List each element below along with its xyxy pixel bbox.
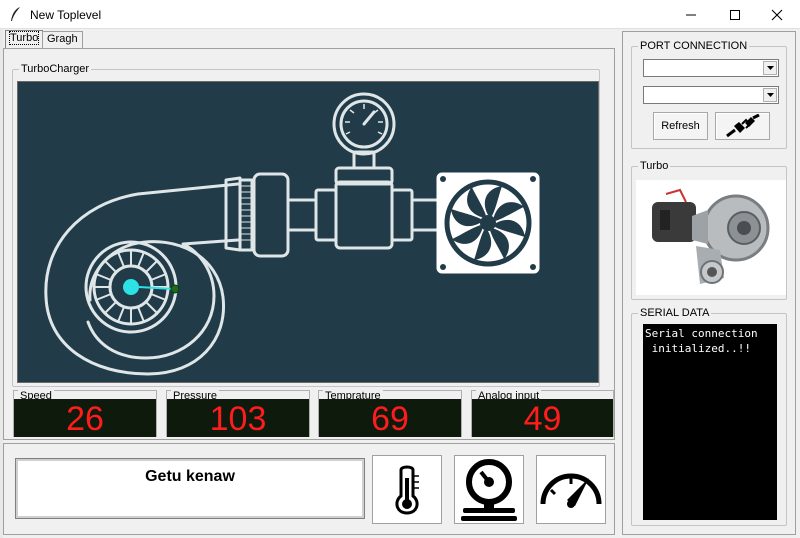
turbocharger-image bbox=[652, 188, 770, 284]
rotor-hub bbox=[123, 279, 139, 295]
port-select[interactable] bbox=[643, 59, 779, 77]
plug-icon bbox=[725, 114, 760, 138]
gauge-ticks bbox=[345, 104, 383, 135]
window-edge bbox=[0, 29, 3, 538]
turbocharger-group-label: TurboCharger bbox=[19, 63, 92, 75]
minimize-button[interactable] bbox=[668, 0, 714, 29]
compressor-housing bbox=[44, 182, 240, 376]
speed-value: 26 bbox=[14, 399, 156, 438]
pressure-value: 103 bbox=[167, 399, 309, 438]
sensor-dot bbox=[170, 284, 180, 294]
close-icon bbox=[771, 9, 783, 20]
refresh-button-label: Refresh bbox=[661, 120, 700, 132]
right-panel bbox=[622, 31, 796, 535]
refresh-button[interactable]: Refresh bbox=[653, 112, 708, 140]
close-button[interactable] bbox=[754, 0, 800, 29]
flange-right bbox=[390, 188, 414, 242]
connect-button[interactable] bbox=[715, 112, 770, 140]
temperature-readout: Temprature 69 bbox=[318, 390, 462, 438]
shaft-body bbox=[252, 172, 290, 258]
bottom-panel bbox=[3, 443, 615, 535]
turbocharger-group: TurboCharger bbox=[12, 63, 600, 387]
pressure-readout: Pressure 103 bbox=[166, 390, 310, 438]
baud-select[interactable] bbox=[643, 86, 779, 104]
gauge-face-inner bbox=[339, 99, 389, 149]
feather-icon bbox=[11, 7, 20, 21]
pipe-tee bbox=[334, 180, 394, 250]
thermometer-icon bbox=[395, 465, 419, 515]
serial-console[interactable]: Serial connection initialized..!! bbox=[643, 324, 777, 520]
pressure-button[interactable] bbox=[454, 455, 524, 524]
maximize-button[interactable] bbox=[712, 0, 758, 29]
flange-left bbox=[314, 188, 338, 242]
speedometer-icon bbox=[540, 473, 602, 508]
shaft-rings bbox=[238, 178, 254, 252]
compressor-blades bbox=[94, 250, 168, 324]
tab-turbo-label: Turbo bbox=[8, 31, 40, 45]
gauge-stem bbox=[352, 150, 376, 170]
pipe-right bbox=[410, 198, 440, 232]
maximize-icon bbox=[730, 9, 740, 20]
turbocharger-diagram bbox=[17, 81, 599, 383]
serial-data-label: SERIAL DATA bbox=[638, 307, 712, 319]
chevron-down-icon bbox=[766, 92, 774, 97]
tab-turbo[interactable]: Turbo bbox=[5, 30, 44, 48]
port-select-arrow[interactable] bbox=[763, 61, 777, 75]
title-bar: New Toplevel bbox=[0, 0, 800, 29]
port-connection-label: PORT CONNECTION bbox=[638, 40, 750, 52]
speed-button[interactable] bbox=[536, 455, 606, 524]
pipe-left bbox=[286, 198, 318, 232]
port-connection-group: PORT CONNECTION bbox=[631, 40, 787, 149]
compressor-housing-inner bbox=[86, 238, 240, 360]
shaft-ring-lines bbox=[240, 185, 252, 241]
baud-select-arrow[interactable] bbox=[763, 88, 777, 102]
minimize-icon bbox=[686, 14, 696, 15]
speed-readout: Speed 26 bbox=[13, 390, 157, 438]
turbo-schematic bbox=[44, 92, 540, 376]
turbo-photo bbox=[636, 180, 786, 295]
gauge-needle bbox=[362, 110, 376, 126]
temperature-value: 69 bbox=[319, 399, 461, 438]
analog-input-readout: Analog input 49 bbox=[471, 390, 614, 438]
chevron-down-icon bbox=[766, 65, 774, 70]
analog-input-value: 49 bbox=[472, 399, 613, 438]
window-title: New Toplevel bbox=[30, 8, 102, 22]
gauge-face-outer bbox=[332, 92, 396, 156]
pressure-gauge-icon bbox=[461, 458, 517, 521]
author-name: Getu kenaw bbox=[15, 458, 365, 519]
serial-data-group: SERIAL DATA bbox=[631, 307, 787, 526]
tab-gragh-label: Gragh bbox=[47, 33, 78, 45]
fan-icon bbox=[440, 176, 536, 270]
turbo-image-label: Turbo bbox=[638, 160, 671, 172]
rotor-indicator bbox=[138, 286, 174, 290]
temperature-button[interactable] bbox=[372, 455, 442, 524]
tab-gragh[interactable]: Gragh bbox=[42, 31, 83, 48]
turbo-image-group: Turbo bbox=[631, 160, 787, 300]
